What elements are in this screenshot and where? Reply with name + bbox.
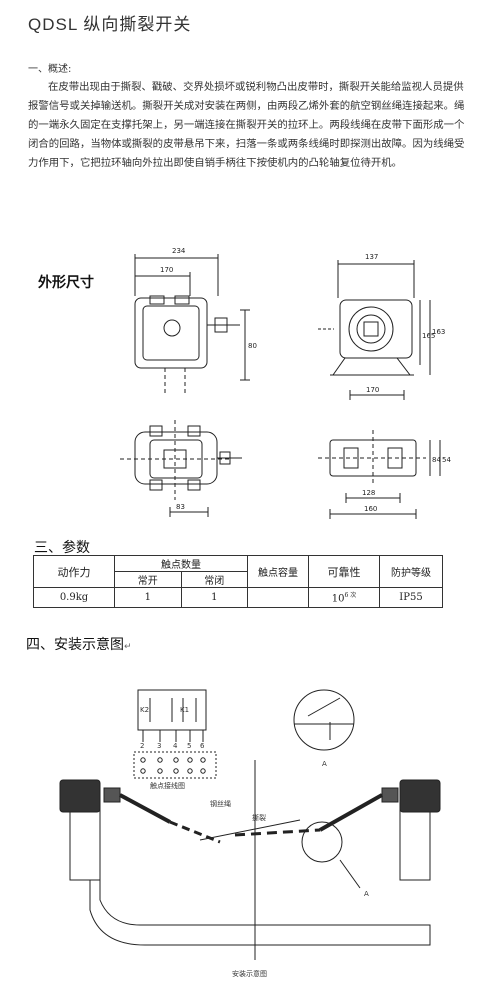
- header-contact-capacity: 触点容量: [247, 555, 309, 588]
- value-contact-capacity: [247, 587, 309, 608]
- front-view-drawing: [134, 254, 250, 395]
- header-protection: 防护等级: [379, 555, 443, 588]
- dim-label: 128: [362, 489, 375, 497]
- header-contact-count: 触点数量: [114, 555, 248, 572]
- right-switch: [381, 779, 441, 813]
- return-mark: ↵: [124, 642, 132, 652]
- header-normally-open: 常开: [114, 571, 182, 588]
- dim-label: 170: [160, 266, 173, 274]
- callout-line: [339, 859, 361, 889]
- params-table: 动作力 触点数量 触点容量 可靠性 防护等级 常开 常闭 0.9kg 1 1 1…: [33, 555, 443, 608]
- dim-label: 160: [364, 505, 377, 513]
- params-heading: 三、参数: [34, 540, 90, 556]
- terminal-label: 6: [200, 742, 205, 750]
- dimensions-heading: 外形尺寸: [38, 275, 94, 291]
- wiring-label-k2: K2: [140, 706, 149, 714]
- install-caption: 安装示意图: [232, 969, 267, 978]
- detail-a-label: A: [322, 760, 327, 768]
- dimension-drawings: 234 170 80 137 165 163 170 83 84 54 128 …: [120, 247, 451, 519]
- belt-label: 撕裂: [252, 813, 266, 822]
- dim-label: 165: [422, 332, 435, 340]
- overview-body: 在皮带出现由于撕裂、戳破、交界处损坏或锐利物凸出皮带时，撕裂开关能给监视人员提供…: [28, 81, 465, 169]
- install-heading: 四、安装示意图↵: [26, 634, 132, 654]
- reliability-base: 10: [331, 593, 345, 605]
- callout-a-label: A: [364, 890, 369, 898]
- terminal-label: 3: [157, 742, 161, 750]
- wiring-label-k1: K1: [180, 706, 189, 714]
- dim-label: 84: [432, 456, 441, 464]
- dim-label: 170: [366, 386, 379, 394]
- rope-crossing: [199, 819, 301, 841]
- top-view-drawing: [120, 420, 242, 517]
- header-normally-closed: 常闭: [180, 571, 248, 588]
- value-protection: IP55: [379, 587, 443, 608]
- install-diagram: K2 K1 2 3 4 5 6 触点接线图 A 钢丝绳 撕裂 A 安装示意图: [59, 689, 441, 978]
- dim-label: 83: [176, 503, 185, 511]
- terminal-label: 5: [187, 742, 191, 750]
- terminal-label: 4: [173, 742, 178, 750]
- detail-a-drawing: [293, 689, 355, 751]
- page-title: QDSL 纵向撕裂开关: [28, 15, 192, 34]
- wiring-diagram: [133, 689, 217, 779]
- dim-label: 234: [172, 247, 186, 255]
- dim-label: 80: [248, 342, 257, 350]
- dim-label: 54: [442, 456, 451, 464]
- left-switch: [59, 779, 121, 813]
- terminal-label: 2: [140, 742, 144, 750]
- detail-circle-a: [301, 821, 343, 863]
- header-reliability: 可靠性: [308, 555, 380, 588]
- wiring-caption: 触点接线图: [150, 781, 185, 790]
- rope-left: [119, 793, 221, 844]
- base-view-drawing: [318, 430, 441, 519]
- dim-label: 137: [365, 253, 378, 261]
- rope-label: 钢丝绳: [210, 799, 231, 808]
- header-action-force: 动作力: [33, 555, 115, 588]
- install-heading-text: 四、安装示意图: [26, 637, 124, 653]
- side-view-drawing: [318, 260, 431, 400]
- value-normally-closed: 1: [180, 587, 248, 608]
- overview-heading: 一、概述:: [28, 64, 72, 75]
- value-action-force: 0.9kg: [33, 587, 115, 608]
- value-normally-open: 1: [114, 587, 182, 608]
- conveyor-frame: [69, 805, 431, 946]
- dim-label: 163: [432, 328, 445, 336]
- value-reliability: 106 次: [308, 587, 380, 608]
- reliability-exponent: 6 次: [344, 592, 357, 600]
